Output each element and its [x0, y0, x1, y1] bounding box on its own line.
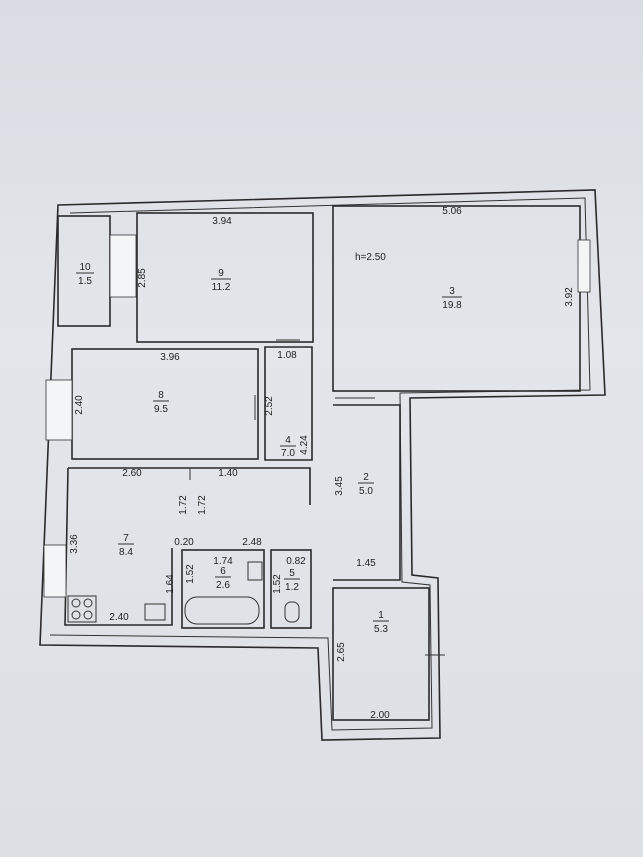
- room-area: 9.5: [154, 404, 168, 415]
- inner-outer-wall: [49, 197, 591, 731]
- room-2-outline: [333, 404, 401, 581]
- dimension: 2.40: [109, 612, 129, 623]
- room-3-outline: [332, 205, 581, 392]
- room-number: 9: [218, 268, 224, 279]
- dimension: 1.52: [272, 574, 283, 594]
- dimension: 2.48: [242, 537, 262, 548]
- room-9-outline: [136, 212, 314, 343]
- dimension: 2.60: [122, 468, 142, 479]
- dimension: 1.40: [218, 468, 238, 479]
- room-area: 1.2: [285, 582, 299, 593]
- outer-wall: [39, 189, 606, 741]
- dimension: 0.20: [174, 537, 194, 548]
- room-number: 3: [449, 286, 455, 297]
- bathtub: [184, 596, 260, 625]
- room-4-outline: [264, 346, 313, 461]
- dimension-labels: 3.94 5.06 2.85 3.92 3.96 1.08 2.40 2.52 …: [69, 206, 575, 721]
- room-area: 19.8: [442, 300, 462, 311]
- dimension: 2.85: [137, 268, 148, 288]
- dimension: 1.72: [197, 495, 208, 515]
- room-area: 8.4: [119, 547, 133, 558]
- dimension: 2.65: [336, 642, 347, 662]
- kitchen-sink: [144, 603, 166, 621]
- dimension: 3.45: [334, 476, 345, 496]
- room-area: 1.5: [78, 276, 92, 287]
- room-area: 7.0: [281, 448, 295, 459]
- room-5-outline: [270, 549, 312, 629]
- dimension: 1.45: [356, 558, 376, 569]
- dimension: 4.24: [299, 435, 310, 455]
- room-number: 2: [363, 472, 369, 483]
- room-area: 11.2: [212, 282, 231, 293]
- window: [45, 379, 73, 441]
- dimension: 5.06: [442, 206, 462, 217]
- dimension: 2.40: [74, 395, 85, 415]
- dimension: 1.64: [165, 574, 176, 594]
- dimension: 3.96: [160, 352, 180, 363]
- room-number: 5: [289, 568, 295, 579]
- window: [577, 239, 591, 293]
- dimension: 3.94: [212, 216, 232, 227]
- dimension: 1.74: [213, 556, 233, 567]
- dimension: 0.82: [286, 556, 306, 567]
- sink: [247, 561, 263, 581]
- room-number: 1: [378, 610, 384, 621]
- stove: [67, 595, 97, 623]
- ceiling-height: h=2.50: [355, 252, 386, 263]
- room-number: 8: [158, 390, 164, 401]
- room-area: 5.3: [374, 624, 388, 635]
- dimension: 2.00: [370, 710, 390, 721]
- fraction-bars: [76, 272, 462, 622]
- room-7-outline: [64, 467, 311, 626]
- dimension: 1.52: [185, 564, 196, 584]
- dimension: 2.52: [264, 396, 275, 416]
- dimension: 3.36: [69, 534, 80, 554]
- room-1-outline: [332, 587, 430, 721]
- window: [109, 234, 137, 298]
- window: [43, 544, 67, 598]
- room-labels: 1 5.3 2 5.0 3 19.8 4 7.0 5 1.2 6 2.6 7 8…: [78, 262, 462, 635]
- room-number: 7: [123, 533, 129, 544]
- dimension: 1.08: [277, 350, 297, 361]
- room-number: 4: [285, 435, 291, 446]
- room-number: 6: [220, 566, 226, 577]
- toilet: [284, 601, 300, 623]
- room-6-outline: [181, 549, 265, 629]
- dimension: 3.92: [564, 287, 575, 307]
- room-area: 2.6: [216, 580, 230, 591]
- dimension: 1.72: [178, 495, 189, 515]
- room-area: 5.0: [359, 486, 373, 497]
- room-number: 10: [79, 262, 91, 273]
